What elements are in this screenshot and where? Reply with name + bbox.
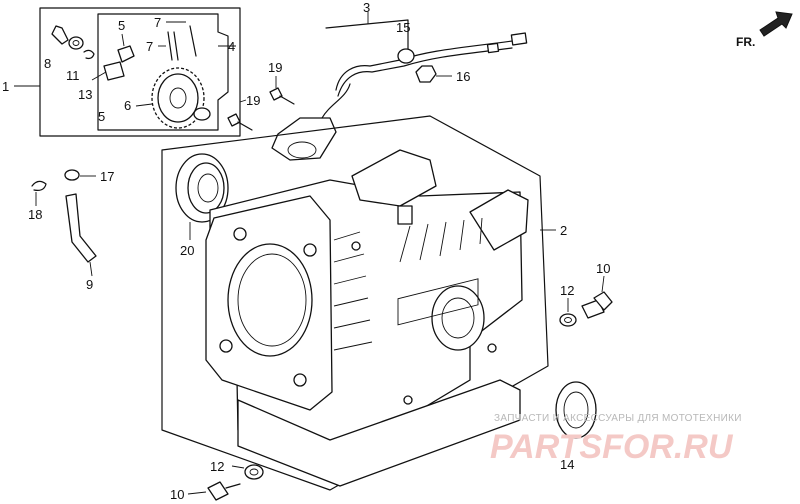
group-2-frame (161, 115, 549, 491)
callout-5a: 5 (118, 18, 125, 33)
oil-level-switch-part (271, 117, 337, 161)
bolt-part (269, 87, 283, 101)
callout-19a: 19 (268, 60, 282, 75)
callout-16: 16 (456, 69, 470, 84)
callout-13: 13 (78, 87, 92, 102)
washer-part (68, 36, 84, 50)
callout-19b: 19 (246, 93, 260, 108)
callout-20: 20 (180, 243, 194, 258)
washer-12-part (559, 313, 577, 327)
callout-3: 3 (363, 0, 370, 15)
crankshaft-bore (431, 285, 485, 351)
bearing-group (175, 153, 229, 240)
governor-gear-part (151, 67, 211, 129)
watermark: ЗАПЧАСТИ И АКСЕССУАРЫ ДЛЯ МОТОТЕХНИКИ PA… (490, 413, 742, 466)
governor-shaft-part (167, 31, 173, 61)
group-4-frame (97, 13, 229, 131)
callout-8: 8 (44, 56, 51, 71)
grommet-part (397, 48, 415, 64)
callout-11: 11 (66, 68, 80, 83)
callout-2: 2 (560, 223, 567, 238)
watermark-caption: ЗАПЧАСТИ И АКСЕССУАРЫ ДЛЯ МОТОТЕХНИКИ (494, 413, 742, 424)
drain-bolt-part (581, 299, 605, 319)
pin-18-part (31, 180, 47, 191)
callout-17: 17 (100, 169, 114, 184)
callout-6: 6 (124, 98, 131, 113)
bolt-part-2 (227, 113, 241, 127)
crankcase-part (161, 115, 556, 491)
dipstick-group (31, 169, 97, 277)
callout-4: 4 (228, 39, 235, 54)
callout-14: 14 (560, 457, 574, 472)
callout-15: 15 (396, 20, 410, 35)
drain-bolt-left (187, 464, 264, 501)
callout-labels: 1 2 3 4 5 5 6 7 7 8 9 10 10 11 12 12 13 … (2, 0, 610, 502)
front-arrow-icon (759, 11, 793, 37)
crankcase-base (237, 379, 521, 487)
callout-7b: 7 (146, 39, 153, 54)
drain-pipe-part (65, 193, 97, 263)
governor-assembly-group (14, 7, 241, 137)
oil-seal-group (555, 381, 597, 457)
clip-part (83, 49, 95, 60)
connector-part (510, 32, 528, 46)
callout-9: 9 (86, 277, 93, 292)
direction-label: FR. (736, 35, 755, 49)
connector-part-2 (486, 42, 500, 54)
watermark-brand: PARTSFOR.RU (490, 428, 734, 466)
cylinder-bore (227, 243, 313, 357)
governor-pin-part (51, 25, 69, 45)
callout-10b: 10 (170, 487, 184, 502)
oil-seal-part (555, 381, 597, 439)
oil-alert-harness (271, 12, 528, 161)
washer-12b-part (244, 464, 264, 480)
group-1-frame (39, 7, 241, 137)
callout-12b: 12 (210, 459, 224, 474)
callout-12a: 12 (560, 283, 574, 298)
callout-5b: 5 (98, 109, 105, 124)
callout-18: 18 (28, 207, 42, 222)
callout-7a: 7 (154, 15, 161, 30)
group-3-bracket (325, 19, 409, 63)
weight-holder-part-2 (103, 61, 125, 81)
nut-part (415, 65, 437, 83)
washer-17-part (64, 169, 80, 181)
front-direction-indicator: FR. (736, 11, 793, 49)
bolts-19 (227, 76, 295, 131)
callout-10a: 10 (596, 261, 610, 276)
callout-1: 1 (2, 79, 9, 94)
drain-bolt-right (559, 275, 613, 327)
drain-bolt-b-part (207, 481, 229, 501)
governor-shaft-part-2 (189, 25, 197, 57)
weight-holder-part (117, 45, 135, 63)
